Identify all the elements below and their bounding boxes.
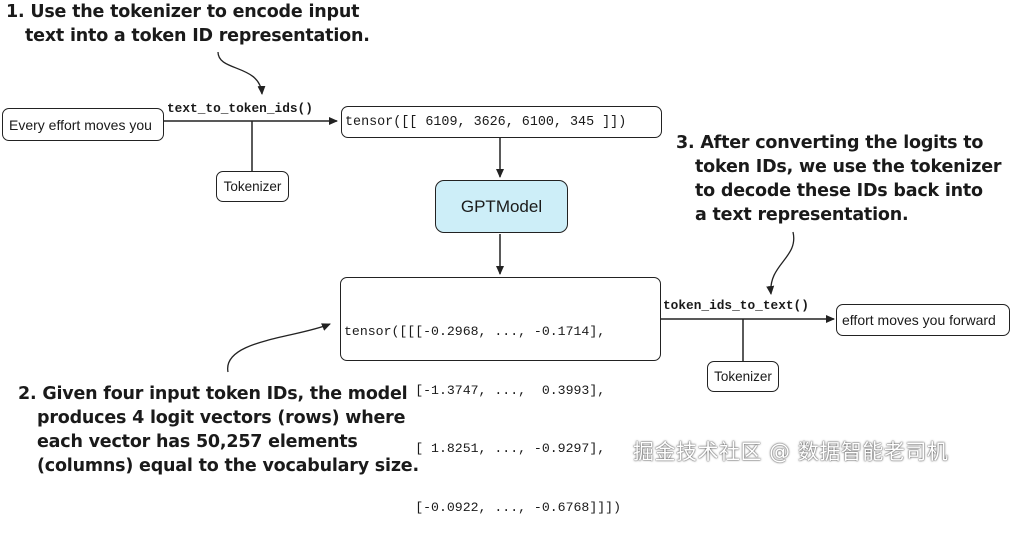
note-2-line-3: each vector has 50,257 elements [37,432,358,452]
logits-tensor: tensor([[[-0.2968, ..., -0.1714], [-1.37… [344,283,621,556]
watermark: 掘金技术社区 @ 数据智能老司机 [633,440,949,464]
note-2-line-4: (columns) equal to the vocabulary size. [37,456,419,476]
output-text-box: effort moves you forward [836,304,1010,336]
note-1-line-2: text into a token ID representation. [25,26,370,46]
input-text: Every effort moves you [9,116,152,133]
tokenizer-box-decode: Tokenizer [707,361,779,392]
token-ids-tensor: tensor([[ 6109, 3626, 6100, 345 ]]) [345,114,627,130]
connector-layer [163,51,835,373]
note-3-line-2: token IDs, we use the tokenizer [695,157,1002,177]
note-3-line-3: to decode these IDs back into [695,181,983,201]
tokenizer-label-encode: Tokenizer [223,179,282,194]
note-2-line-2: produces 4 logit vectors (rows) where [37,408,406,428]
logits-row-4: [-0.0922, ..., -0.6768]]]) [344,499,621,515]
tokenizer-box-encode: Tokenizer [216,171,289,202]
logits-tensor-box: tensor([[[-0.2968, ..., -0.1714], [-1.37… [340,277,661,515]
logits-row-1: tensor([[[-0.2968, ..., -0.1714], [344,324,606,339]
note-1-line-1: 1. Use the tokenizer to encode input [6,2,360,22]
callout-1-curve [217,51,266,95]
gpt-model-label: GPTModel [460,196,543,216]
callout-2-curve [227,323,331,373]
tokenizer-label-decode: Tokenizer [714,369,772,384]
callout-3-curve [766,231,795,295]
note-3-line-4: a text representation. [695,205,909,225]
token-ids-tensor-box: tensor([[ 6109, 3626, 6100, 345 ]]) [341,106,662,138]
gpt-model-box: GPTModel [435,180,568,233]
note-step-2: 2. Given four input token IDs, the model… [18,382,419,478]
decode-function-label: token_ids_to_text() [663,298,809,313]
logits-row-2: [-1.3747, ..., 0.3993], [344,382,606,398]
note-step-1: 1. Use the tokenizer to encode input tex… [6,0,370,48]
logits-row-3: [ 1.8251, ..., -0.9297], [344,441,606,456]
output-text: effort moves you forward [842,312,996,328]
note-step-3: 3. After converting the logits to token … [676,131,1001,227]
note-3-line-1: 3. After converting the logits to [676,133,984,153]
note-2-line-1: 2. Given four input token IDs, the model [18,384,408,404]
input-text-box: Every effort moves you [2,108,164,141]
encode-function-label: text_to_token_ids() [167,101,313,116]
